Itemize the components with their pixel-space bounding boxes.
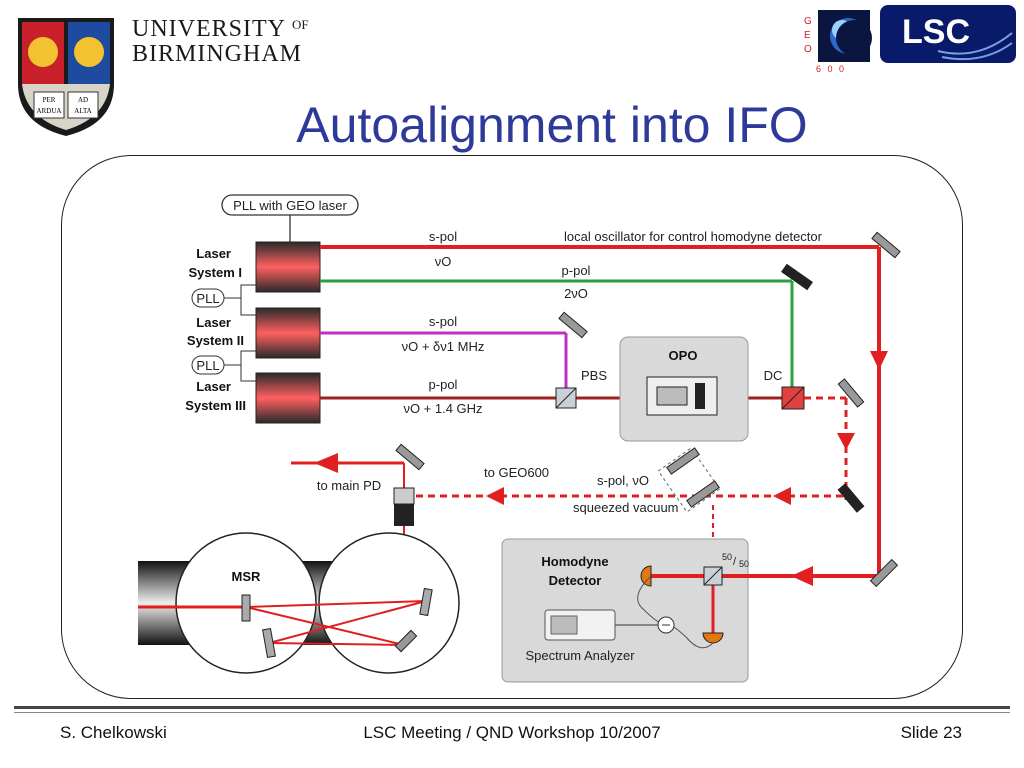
geo-letter-e: E — [804, 30, 811, 41]
footer-event: LSC Meeting / QND Workshop 10/2007 — [363, 723, 661, 742]
laser-system-3 — [255, 372, 321, 424]
photodiode-left — [640, 565, 652, 587]
beam1-freq: νO — [435, 254, 452, 269]
dc-label: DC — [764, 368, 783, 383]
squeezed-vacuum-label: squeezed vacuum — [573, 500, 679, 515]
beam2-pol: p-pol — [562, 263, 591, 278]
msr-mirror — [241, 594, 251, 622]
laser1-label-b: System I — [189, 265, 242, 280]
laser1-label-a: Laser — [196, 246, 231, 261]
laser-system-1 — [255, 241, 321, 293]
slide-title: Autoalignment into IFO — [296, 97, 808, 153]
pll-label-2: PLL — [196, 358, 219, 373]
local-oscillator-label: local oscillator for control homodyne de… — [564, 229, 823, 244]
flip-mirror-outline — [657, 447, 721, 513]
footer-rule-thick — [14, 706, 1010, 709]
faraday-isolator-bottom — [394, 504, 414, 526]
spol-vo-label: s-pol, νO — [597, 473, 649, 488]
university-name-of: OF — [292, 17, 309, 32]
geo-number: 6 0 0 — [816, 64, 846, 74]
fold-mirror-3 — [394, 629, 418, 653]
geo600-logo: G E O 6 0 0 — [804, 10, 872, 74]
crest-motto-3: ARDUA — [37, 107, 62, 115]
pll-label-1: PLL — [196, 291, 219, 306]
mirror-right-lower — [837, 483, 865, 513]
geo-letter-g: G — [804, 16, 812, 27]
lsc-logo-text: LSC — [902, 13, 970, 51]
fold-mirror-1 — [419, 587, 433, 617]
svg-text:/: / — [733, 556, 737, 568]
beam2-freq: 2νO — [564, 286, 588, 301]
footer-slide-number: Slide 23 — [900, 723, 962, 742]
split-ratio-bottom: 50 — [739, 559, 749, 569]
to-geo600-label: to GEO600 — [484, 465, 549, 480]
crest-motto-1: PER — [43, 96, 56, 104]
mirror-main-pd — [395, 443, 425, 471]
diagram-frame — [61, 155, 963, 699]
laser2-label-b: System II — [187, 333, 244, 348]
mirror-top-right — [871, 231, 901, 259]
mirror-magenta — [558, 311, 588, 339]
laser3-label-a: Laser — [196, 379, 231, 394]
laser2-label-a: Laser — [196, 315, 231, 330]
beam3-freq: νO + δν1 MHz — [402, 339, 485, 354]
msr-label: MSR — [232, 569, 262, 584]
main-pd-label: to main PD — [317, 478, 381, 493]
laser-system-2 — [255, 307, 321, 359]
university-crest: PER AD ARDUA ALTA — [18, 18, 114, 136]
mirror-bottom-right — [869, 558, 899, 588]
university-name-line1: UNIVERSITY — [132, 16, 286, 42]
beam4-freq: νO + 1.4 GHz — [403, 401, 482, 416]
beam3-pol: s-pol — [429, 314, 457, 329]
optical-setup-diagram: PLL with GEO laser Laser System I Laser … — [138, 194, 901, 683]
hd-label-b: Detector — [549, 573, 602, 588]
split-ratio-top: 50 — [722, 552, 732, 562]
beam4-pol: p-pol — [429, 377, 458, 392]
faraday-isolator-top — [393, 487, 415, 505]
flip-mirror-b — [686, 480, 720, 508]
lsc-logo: LSC — [880, 5, 1016, 63]
crest-motto-2: AD — [78, 96, 88, 104]
fold-mirror-2 — [262, 627, 276, 659]
footer-rule-thin — [14, 712, 1010, 713]
spectrum-analyzer-label: Spectrum Analyzer — [525, 648, 635, 663]
pbs-label: PBS — [581, 368, 607, 383]
flip-mirror-a — [666, 447, 700, 475]
mirror-green — [781, 263, 813, 291]
opo-label: OPO — [669, 348, 698, 363]
laser3-label-b: System III — [185, 398, 246, 413]
photodiode-bottom — [702, 632, 724, 644]
pll-geo-label: PLL with GEO laser — [233, 198, 347, 213]
geo-letter-o: O — [804, 44, 812, 55]
beam1-pol: s-pol — [429, 229, 457, 244]
crest-motto-4: ALTA — [74, 107, 91, 115]
hd-label-a: Homodyne — [541, 554, 608, 569]
university-name-line2: BIRMINGHAM — [132, 41, 303, 67]
mirror-right-upper — [837, 378, 865, 408]
footer-author: S. Chelkowski — [60, 723, 167, 742]
